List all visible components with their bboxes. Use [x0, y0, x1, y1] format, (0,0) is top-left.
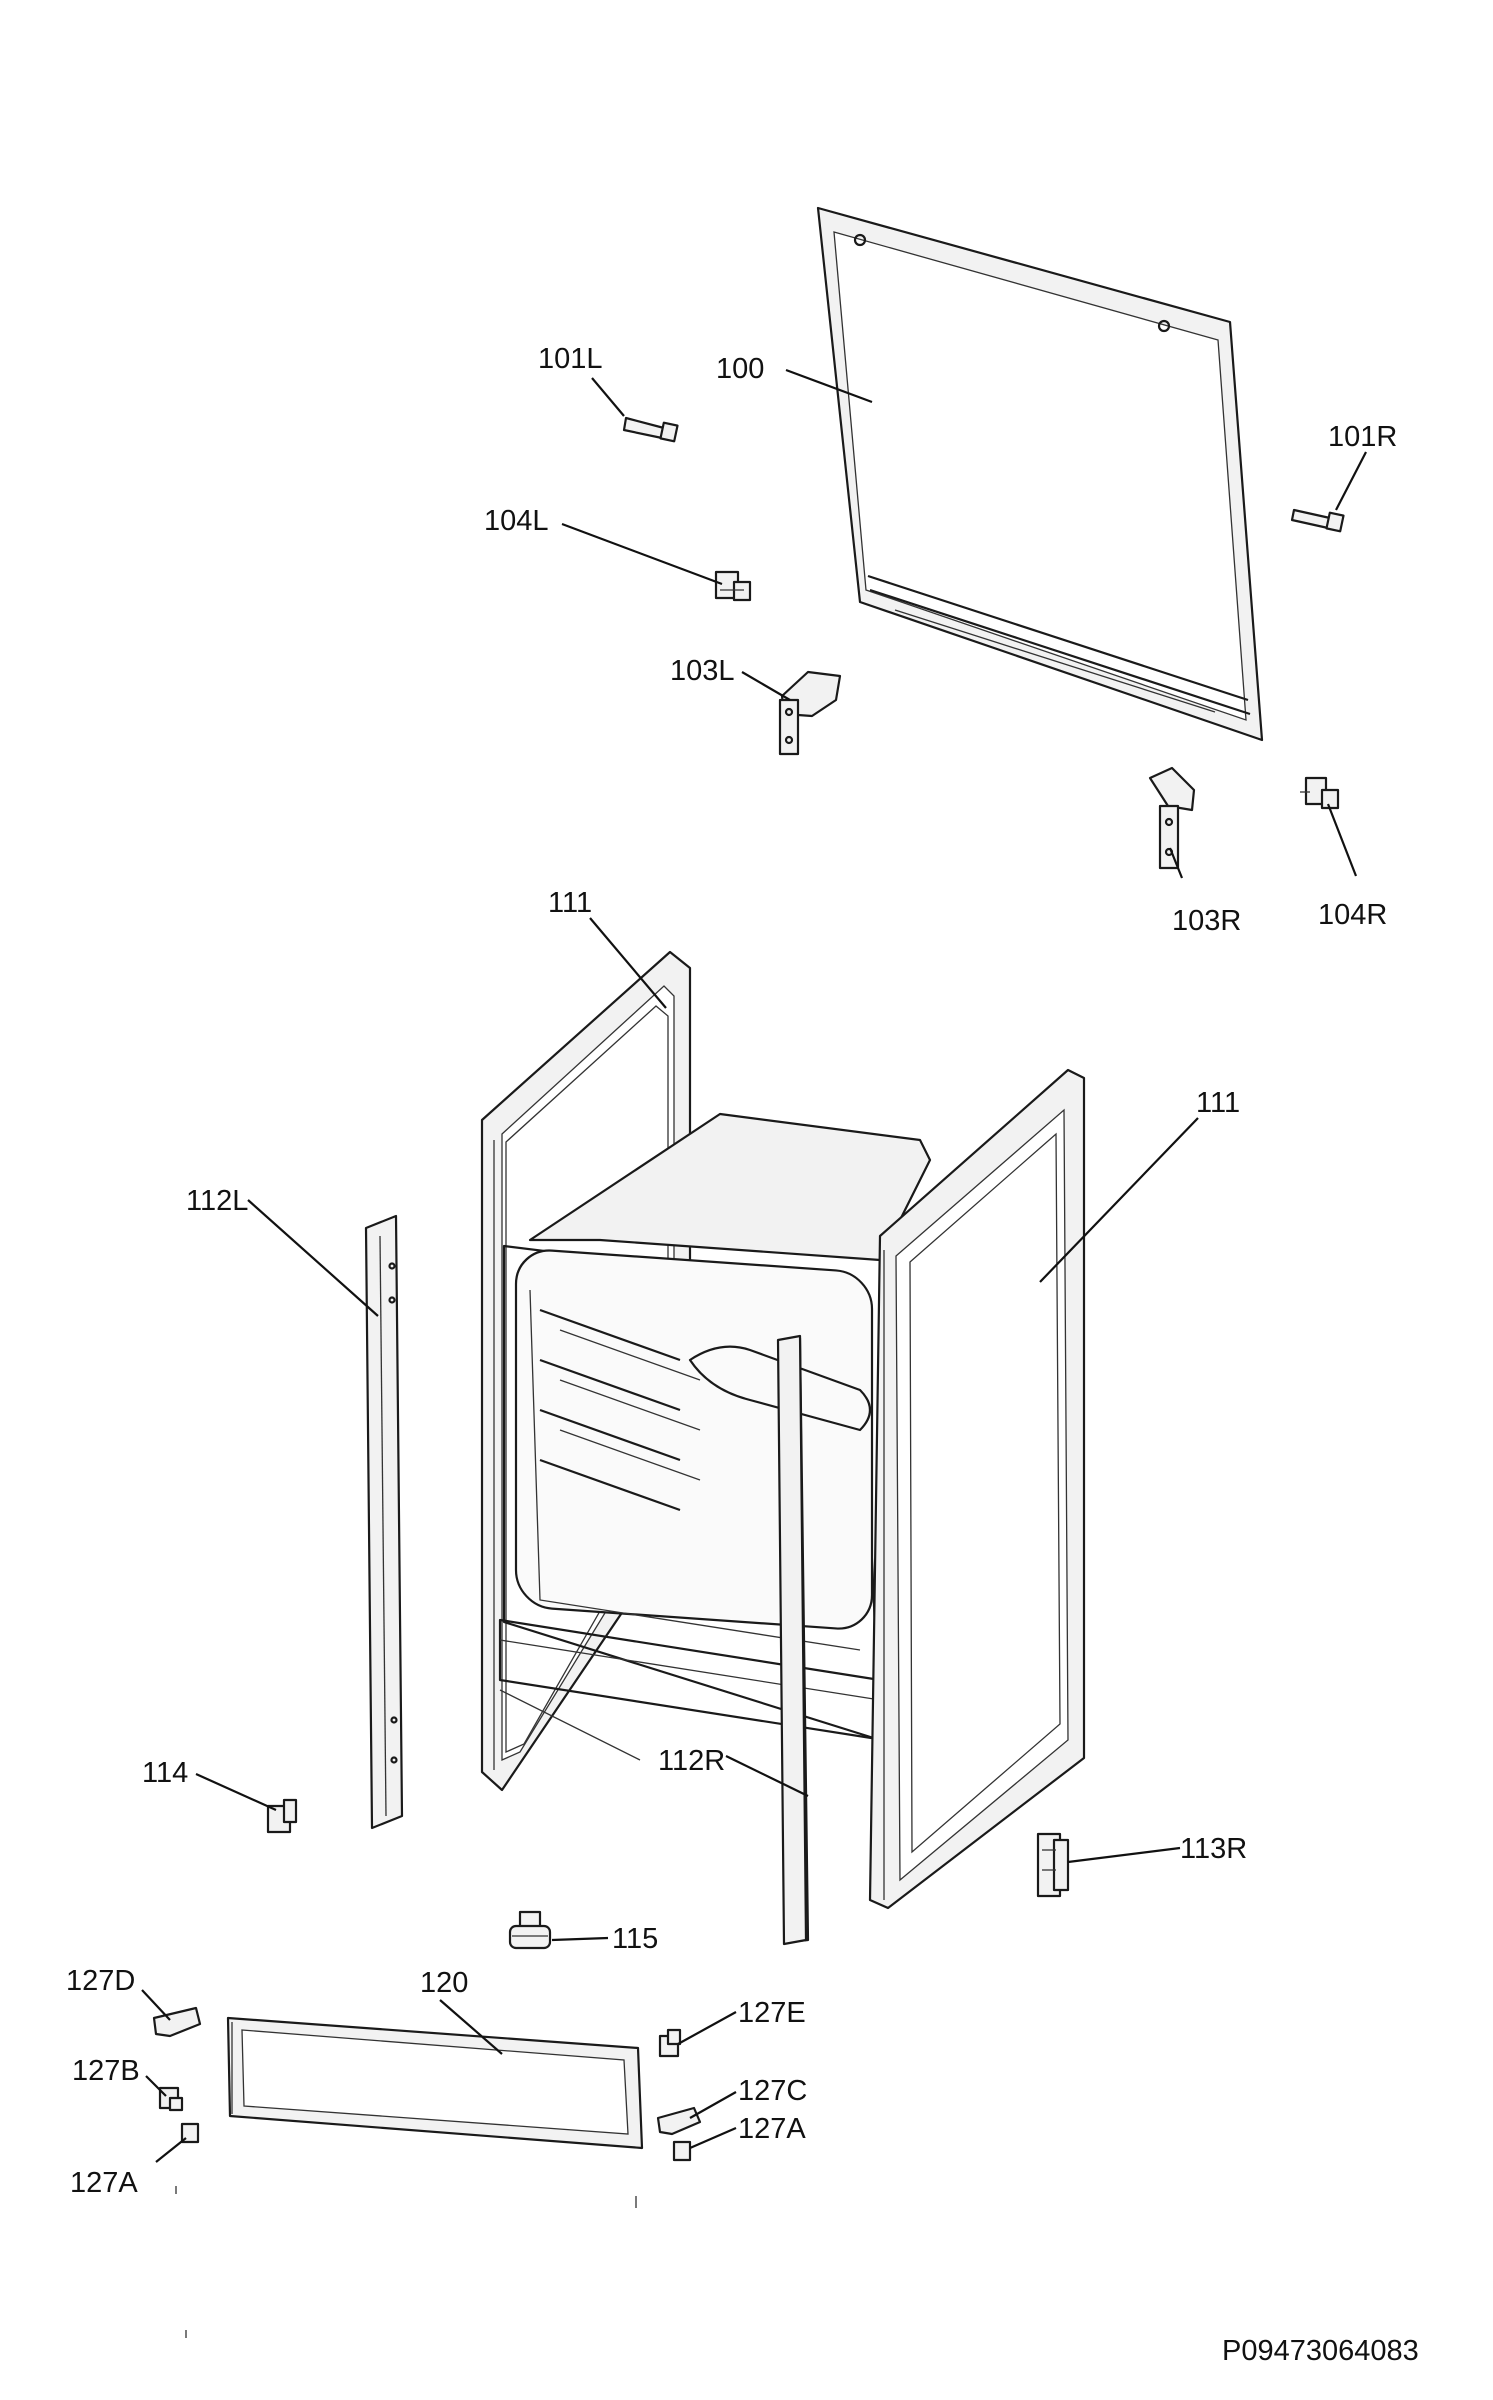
- part-115-foot: [508, 1910, 552, 1950]
- part-103L-bracket: [778, 670, 842, 756]
- label-112L: 112L: [186, 1185, 248, 1217]
- label-103R: 103R: [1172, 905, 1241, 937]
- part-111-right-side-panel: [868, 1068, 1086, 1910]
- part-127C-bracket: [656, 2106, 702, 2136]
- label-103L: 103L: [670, 655, 735, 687]
- label-127B: 127B: [72, 2055, 140, 2087]
- part-127E-bracket: [658, 2028, 682, 2058]
- part-101L-screw: [622, 416, 679, 443]
- label-120: 120: [420, 1967, 468, 1999]
- oven-cavity: [498, 1112, 932, 1944]
- label-127E: 127E: [738, 1997, 806, 2029]
- label-111-right: 111: [1196, 1087, 1240, 1119]
- part-112R-strip: [776, 1334, 808, 1946]
- label-101L: 101L: [538, 343, 603, 375]
- label-112R: 112R: [658, 1745, 725, 1777]
- part-101R-screw: [1290, 508, 1345, 533]
- part-127D-bracket: [152, 2006, 202, 2038]
- part-127B-bracket: [158, 2086, 184, 2112]
- label-101R: 101R: [1328, 421, 1397, 453]
- leader-lines: [141, 368, 1367, 2163]
- part-104L-clip: [714, 570, 752, 602]
- label-114: 114: [142, 1757, 188, 1789]
- label-104R: 104R: [1318, 899, 1387, 931]
- label-100: 100: [716, 353, 764, 385]
- part-127A-right-block: [672, 2140, 692, 2162]
- part-100-lid: [816, 206, 1264, 742]
- label-127C: 127C: [738, 2075, 807, 2107]
- label-111-left: 111: [548, 887, 592, 919]
- part-112L-strip: [364, 1214, 404, 1830]
- part-103R-bracket: [1148, 766, 1196, 870]
- part-104R-clip: [1300, 776, 1340, 810]
- label-115: 115: [612, 1923, 658, 1955]
- document-code: P09473064083: [1222, 2335, 1419, 2367]
- part-114-clip: [266, 1798, 298, 1834]
- label-113R: 113R: [1180, 1833, 1247, 1865]
- label-104L: 104L: [484, 505, 549, 537]
- part-127A-left-block: [180, 2122, 200, 2144]
- label-127D: 127D: [66, 1965, 135, 1997]
- label-127A-left: 127A: [70, 2167, 138, 2199]
- label-127A-right: 127A: [738, 2113, 806, 2145]
- part-113R-hinge: [1036, 1832, 1070, 1898]
- part-120-kickboard: [226, 2016, 644, 2150]
